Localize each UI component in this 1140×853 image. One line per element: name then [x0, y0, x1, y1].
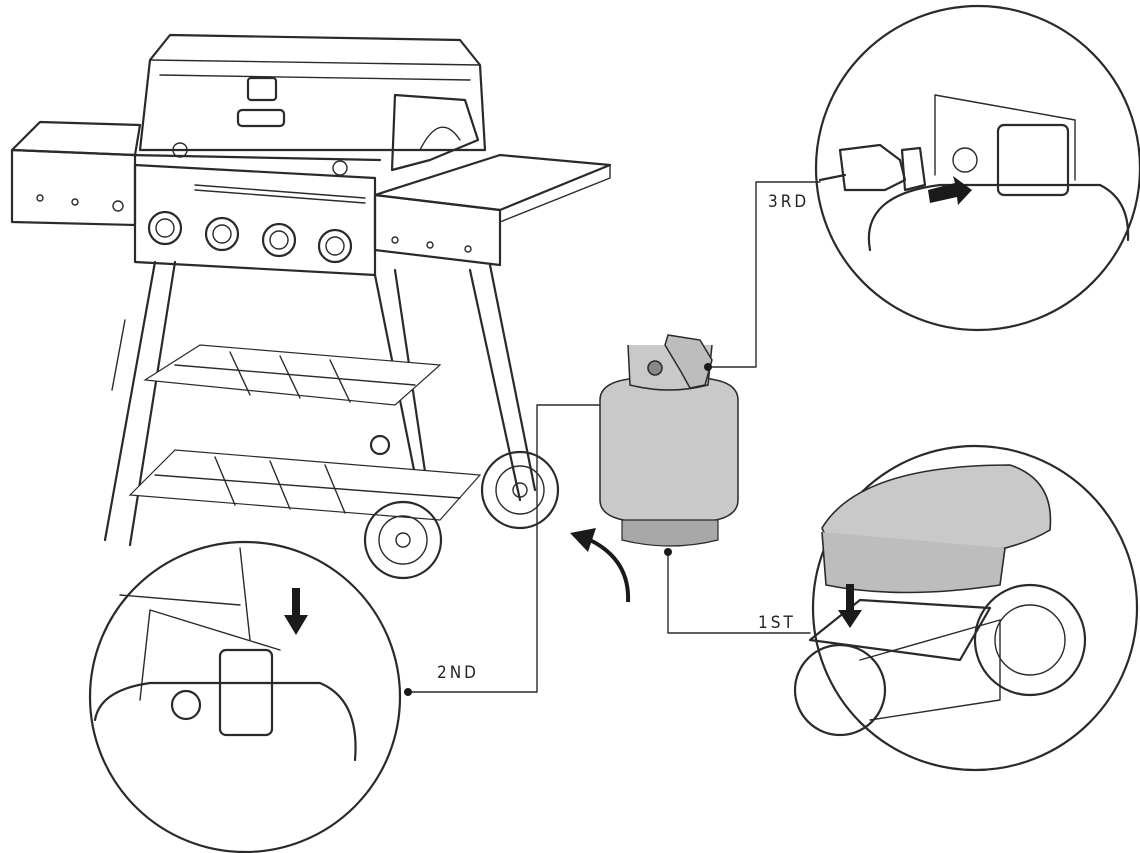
right-arrow-icon — [928, 176, 972, 205]
propane-tank-icon — [599, 334, 739, 547]
callout-circle-3rd — [814, 4, 1140, 332]
gas-grill-illustration — [10, 33, 612, 580]
callout-circle-2nd — [88, 540, 402, 853]
rotate-arrow-icon — [570, 528, 631, 603]
step-label-2nd: 2ND — [437, 663, 479, 683]
down-arrow-icon-1st — [838, 584, 862, 628]
step-label-1st: 1ST — [758, 613, 796, 633]
step-label-3rd: 3RD — [768, 192, 809, 212]
callout-circle-1st — [793, 444, 1139, 772]
leader-lines — [404, 181, 821, 696]
down-arrow-icon-2nd — [284, 588, 308, 635]
